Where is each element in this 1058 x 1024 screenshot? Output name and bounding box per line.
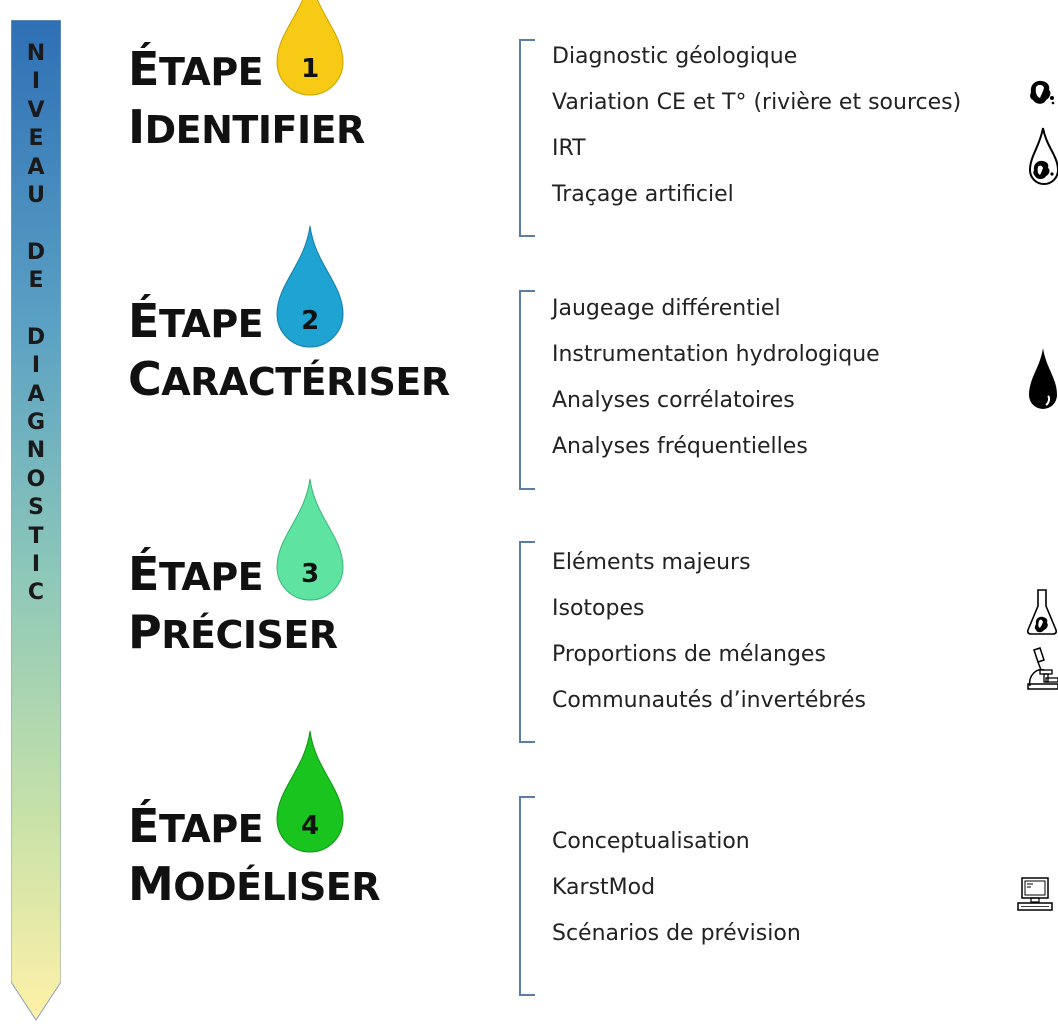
step-2-methods-list: Jaugeage différentiel Instrumentation hy… [552, 286, 880, 470]
vertical-letter: D [26, 324, 46, 350]
method-item: Analyses fréquentielles [552, 434, 808, 459]
step-1-bracket [519, 39, 535, 237]
method-item: KarstMod [552, 875, 656, 900]
step-name: MODÉLISER [128, 857, 381, 911]
step-word: ÉTAPE [128, 42, 264, 96]
vertical-letter: O [26, 466, 46, 492]
step-2-bracket [519, 290, 535, 490]
vertical-label: N I V E A U D E D I A G N O S T I C [11, 40, 61, 608]
method-item: Traçage artificiel [552, 182, 734, 207]
step-4-methods-list: Conceptualisation KarstMod Scénarios de … [552, 819, 801, 957]
vertical-letter: N [26, 438, 46, 464]
method-item: Variation CE et T° (rivière et sources) [552, 90, 962, 115]
vertical-letter: E [28, 268, 44, 294]
method-item: Conceptualisation [552, 829, 750, 854]
step-4-drop-icon: 4 [271, 729, 349, 857]
vertical-letter: I [31, 353, 41, 379]
step-name: IDENTIFIER [128, 100, 365, 154]
method-item: Isotopes [552, 596, 645, 621]
method-item: Communautés d’invertébrés [552, 688, 866, 713]
vertical-letter: D [26, 239, 46, 265]
vertical-letter: E [28, 126, 44, 152]
step-1-drop-icon: 1 [271, 0, 349, 100]
step-word: ÉTAPE [128, 547, 264, 601]
step-4-title: ÉTAPE 4 MODÉLISER [128, 730, 381, 911]
step-3-bracket [519, 541, 535, 743]
flask-icon [1026, 588, 1058, 641]
step-number: 4 [301, 811, 320, 841]
vertical-letter: N [26, 41, 46, 66]
vertical-letter: V [27, 97, 45, 123]
method-item: Jaugeage différentiel [552, 296, 781, 321]
step-2-drop-icon: 2 [271, 224, 349, 352]
step-word: ÉTAPE [128, 294, 264, 348]
vertical-letter: A [27, 381, 45, 407]
microscope-icon [1026, 646, 1058, 695]
step-2-title: ÉTAPE 2 CARACTÉRISER [128, 225, 450, 406]
step-3-title: ÉTAPE 3 PRÉCISER [128, 478, 349, 659]
rock-drop-icon [1028, 126, 1058, 193]
method-item: Instrumentation hydrologique [552, 342, 880, 367]
step-number: 1 [301, 54, 320, 84]
step-number: 2 [301, 306, 320, 336]
water-drop-icon [1028, 346, 1058, 419]
method-item: Analyses corrélatoires [552, 388, 795, 413]
step-name: PRÉCISER [128, 605, 338, 659]
step-1-methods-list: Diagnostic géologique Variation CE et T°… [552, 34, 961, 218]
method-item: Proportions de mélanges [552, 642, 826, 667]
vertical-letter: I [31, 552, 41, 578]
vertical-letter: S [28, 495, 44, 521]
vertical-letter: T [28, 523, 44, 549]
step-name: CARACTÉRISER [128, 352, 450, 406]
vertical-letter: G [26, 410, 46, 436]
vertical-letter: I [31, 69, 41, 95]
step-word: ÉTAPE [128, 799, 264, 853]
vertical-letter: C [27, 580, 45, 606]
method-item: Eléments majeurs [552, 550, 751, 575]
step-3-methods-list: Eléments majeurs Isotopes Proportions de… [552, 540, 866, 724]
rock-icon [1028, 78, 1056, 113]
method-item: Diagnostic géologique [552, 44, 798, 69]
vertical-letter: A [27, 154, 45, 180]
method-item: IRT [552, 136, 586, 161]
method-item: Scénarios de prévision [552, 921, 801, 946]
vertical-letter: U [27, 182, 45, 208]
step-1-title: ÉTAPE 1 IDENTIFIER [128, 0, 365, 154]
step-number: 3 [301, 559, 320, 589]
step-3-drop-icon: 3 [271, 477, 349, 605]
diagnostic-level-arrow [11, 20, 61, 1024]
computer-icon [1016, 876, 1054, 917]
step-4-bracket [519, 796, 535, 996]
